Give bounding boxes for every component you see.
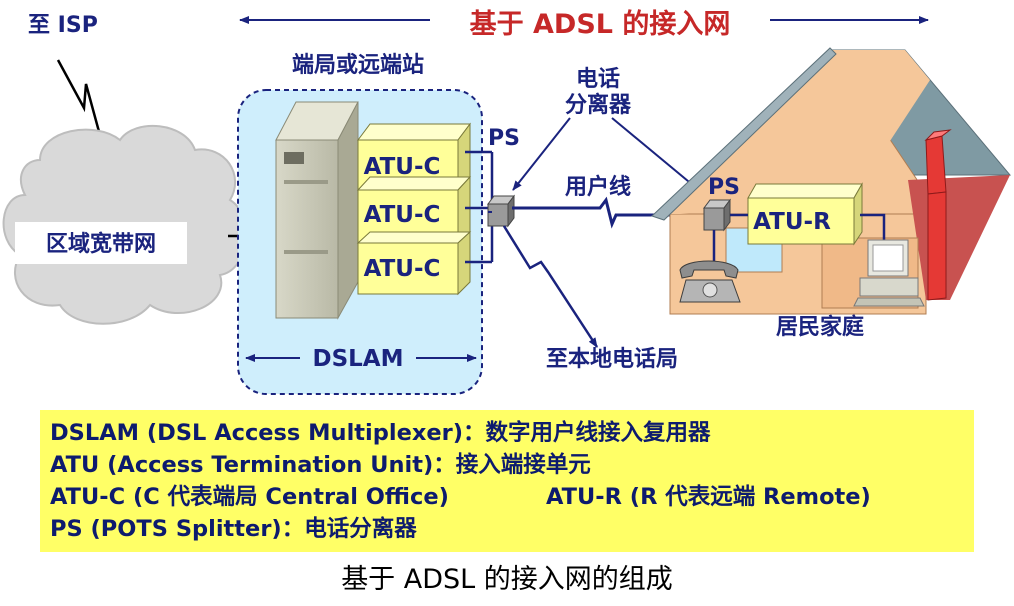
legend-atu-text: ATU (Access Termination Unit)：接入端接单元 — [50, 452, 591, 478]
splitter-arrow-left — [512, 117, 571, 191]
legend-box: DSLAM (DSL Access Multiplexer)：数字用户线接入复用… — [40, 410, 974, 552]
legend-atu-r-text: ATU-R (R 代表远端 Remote) — [546, 484, 871, 510]
legend-atu-c-text: ATU-C (C 代表端局 Central Office) — [50, 484, 449, 510]
to-isp-label: 至 ISP — [28, 13, 98, 38]
ps-right-label: PS — [708, 175, 740, 200]
station-label: 端局或远端站 — [292, 52, 424, 78]
legend-ps-text: PS (POTS Splitter)：电话分离器 — [50, 516, 417, 542]
legend-line-atu-c-r: ATU-C (C 代表端局 Central Office) ATU-R (R 代… — [50, 481, 964, 513]
diagram-title: 基于 ADSL 的接入网 — [470, 8, 731, 40]
splitter-label-2: 分离器 — [565, 92, 632, 118]
user-line-label: 用户线 — [565, 174, 631, 200]
dslam-label: DSLAM — [312, 346, 403, 372]
atu-r-box — [747, 182, 863, 246]
cloud-label: 区域宽带网 — [46, 231, 156, 257]
dslam-tower — [275, 101, 359, 320]
atu-r-label: ATU-R — [753, 209, 831, 235]
home-wiring — [712, 213, 886, 262]
to-phone-office-label: 至本地电话局 — [546, 347, 678, 372]
home-house — [651, 47, 1012, 315]
atu-c-label-3: ATU-C — [364, 256, 441, 282]
ps-left-label: PS — [488, 126, 520, 151]
isp-link-zigzag — [56, 59, 106, 151]
home-label: 居民家庭 — [776, 314, 864, 340]
computer-icon — [853, 239, 925, 307]
subscriber-line — [512, 196, 704, 229]
telephone-office-link — [502, 225, 599, 348]
legend-dslam-text: DSLAM (DSL Access Multiplexer)：数字用户线接入复用… — [50, 420, 711, 446]
regional-broadband-cloud — [2, 124, 247, 325]
legend-line-ps: PS (POTS Splitter)：电话分离器 — [50, 513, 964, 545]
figure-caption: 基于 ADSL 的接入网的组成 — [341, 564, 673, 595]
legend-line-dslam: DSLAM (DSL Access Multiplexer)：数字用户线接入复用… — [50, 417, 964, 449]
atu-c-label-1: ATU-C — [364, 154, 441, 180]
legend-line-atu: ATU (Access Termination Unit)：接入端接单元 — [50, 449, 964, 481]
telephone-icon — [679, 260, 741, 303]
ps-right-splitter — [703, 198, 731, 232]
ps-left-splitter — [487, 194, 515, 228]
atu-c-stack — [356, 122, 472, 296]
atu-c-label-2: ATU-C — [364, 202, 441, 228]
splitter-label-1: 电话 — [576, 67, 620, 92]
